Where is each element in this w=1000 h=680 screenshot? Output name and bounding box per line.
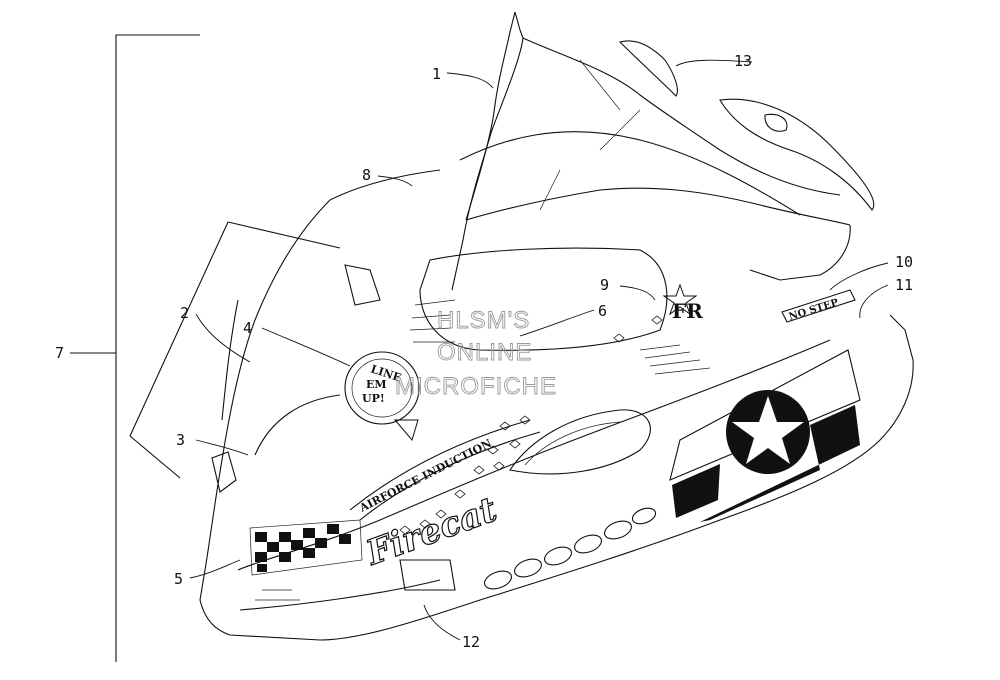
callout-6: 6 — [598, 302, 607, 320]
badge-line2: EM — [366, 378, 387, 391]
group-7-bracket — [70, 34, 200, 662]
callout-1: 1 — [432, 65, 441, 83]
callout-5: 5 — [174, 570, 183, 588]
watermark-line1: HLSM'S — [437, 307, 530, 334]
callout-labels: 1 2 3 4 5 6 7 8 9 10 11 12 13 — [55, 52, 913, 651]
group-2-bracket — [129, 221, 341, 479]
windshield — [451, 11, 851, 291]
callout-2: 2 — [180, 304, 189, 322]
no-step-decal: NO STEP — [781, 289, 856, 323]
callout-13: 13 — [734, 52, 752, 70]
watermark: HLSM'S ONLINE MICROFICHE — [395, 307, 557, 401]
leader-lines — [189, 59, 889, 641]
instrument-opening — [409, 247, 711, 375]
star-insignia-decal — [669, 349, 861, 522]
hood-body — [199, 169, 914, 641]
watermark-line3: MICROFICHE — [395, 373, 557, 400]
badge-line3: UP! — [362, 392, 385, 405]
callout-10: 10 — [895, 253, 913, 271]
side-cowl — [459, 98, 875, 281]
callout-3: 3 — [176, 431, 185, 449]
rivets — [399, 315, 663, 535]
hood-scoop — [509, 409, 651, 475]
side-vents — [484, 507, 657, 590]
fr-logo-decal: FR — [662, 283, 703, 323]
callout-9: 9 — [600, 276, 609, 294]
nose-headlight — [211, 264, 381, 493]
watermark-line2: ONLINE — [437, 339, 532, 366]
callout-4: 4 — [243, 319, 252, 337]
callout-8: 8 — [362, 166, 371, 184]
callout-11: 11 — [895, 276, 913, 294]
callout-12: 12 — [462, 633, 480, 651]
fr-logo-text: FR — [672, 299, 703, 323]
callout-7: 7 — [55, 344, 64, 362]
checkered-decal — [249, 519, 363, 576]
